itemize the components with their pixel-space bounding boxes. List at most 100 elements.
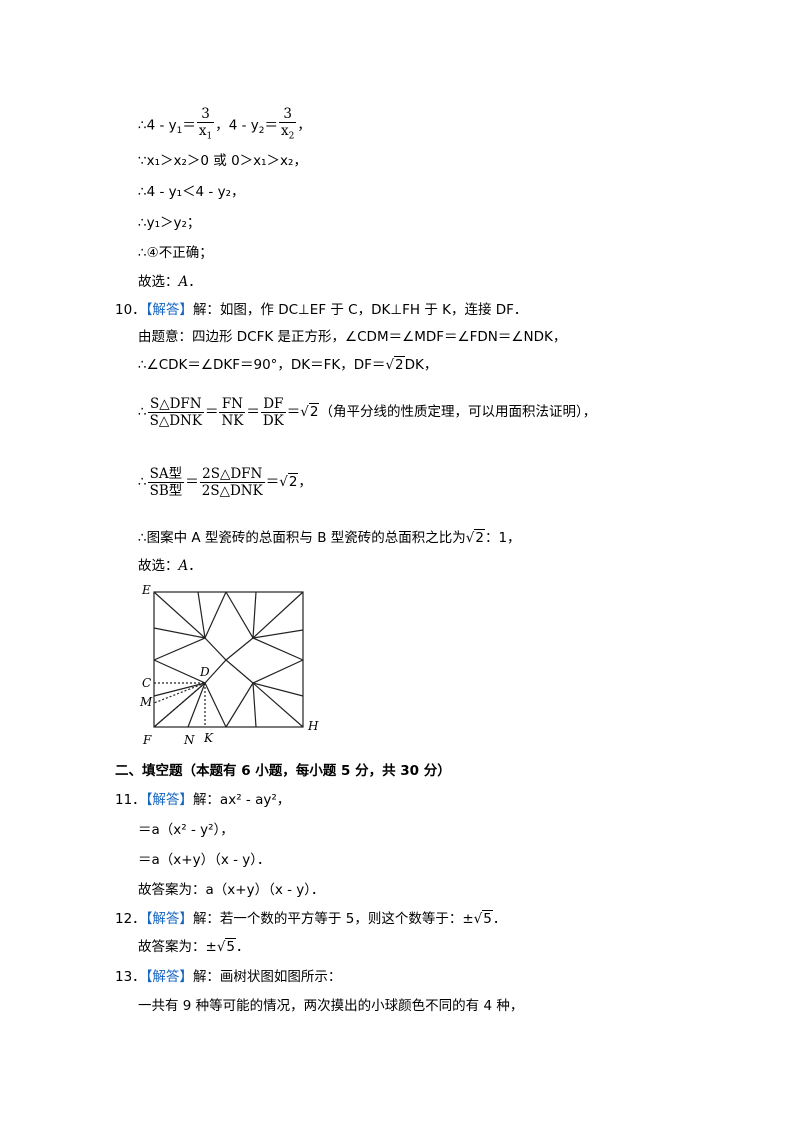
ray [252,591,304,639]
denominator: x2 [279,123,296,145]
eq-line-4: ∴y₁＞y₂； [138,215,201,231]
radicand: 5 [225,938,237,955]
star-inner [204,637,254,661]
answer-tag: 【解答】 [145,302,193,318]
numerator: 3 [196,106,215,123]
subscript: 2 [288,131,295,142]
answer-value: A [178,274,189,290]
q10-line-6: ∴图案中 A 型瓷砖的总面积与 B 型瓷砖的总面积之比为√2：1， [138,528,521,548]
q13-line-2: 一共有 9 种等可能的情况，两次摸出的小球颜色不同的有 4 种， [138,998,524,1014]
denominator: DK [262,412,284,429]
text: ∴∠CDK＝∠DKF＝90°，DK＝FK，DF＝ [138,357,386,373]
eq-line-5: ∴④不正确； [138,245,213,261]
numerator: SA型 [147,466,185,483]
sqrt: √5 [473,910,493,927]
punct: ． [188,558,202,574]
question-text: 解：若一个数的平方等于 5，则这个数等于：± [192,911,474,927]
ray [153,627,206,639]
question-number: 10． [115,302,146,318]
numerator: FN [219,396,246,413]
eq-text: ∴4 - y [138,117,177,134]
subscript: 1 [176,126,183,137]
eq-text: ， [297,117,311,134]
therefore-sign: ∴ [138,404,147,420]
ray [153,591,206,639]
label-H: H [307,719,319,733]
answer-value: A [178,558,189,574]
eq-line-2: ∵x₁＞x₂＞0 或 0＞x₁＞x₂， [138,153,307,169]
numerator: 2S△DFN [199,466,265,483]
df-line [153,682,206,728]
radicand: 2 [308,403,320,420]
punct: ． [188,274,202,290]
question-text: 解：画树状图如图所示： [192,969,342,985]
ray [252,629,304,639]
subscript: 1 [206,131,213,142]
sqrt: √2 [279,473,299,490]
q11-line-1: 11．【解答】解：ax² - ay²， [115,790,290,810]
denominator: 2S△DNK [201,482,263,499]
star-inner [204,659,254,684]
question-number: 11． [115,792,146,808]
q10-line-3: ∴∠CDK＝∠DKF＝90°，DK＝FK，DF＝√2DK， [138,355,437,375]
q12-line-1: 12．【解答】解：若一个数的平方等于 5，则这个数等于：±√5． [115,909,506,929]
denominator: x1 [197,123,214,145]
sqrt: √2 [465,529,485,546]
label-M: M [139,695,153,709]
text: 故答案为：± [138,939,217,955]
label-F: F [142,733,152,747]
question-text: 解：ax² - ay²， [192,792,291,808]
label-E: E [141,583,151,597]
dm-line [153,682,206,704]
sqrt: √5 [216,938,237,955]
answer-label: 故选： [138,274,179,290]
answer-tag: 【解答】 [145,792,193,808]
radicand: 2 [474,529,485,546]
eq-text: ，4 - y [215,117,259,134]
eq-line-3: ∴4 - y₁＜4 - y₂， [138,184,245,200]
answer-tag: 【解答】 [145,911,193,927]
answer-line: 故选：A． [138,272,202,292]
text: ：1， [484,530,521,546]
question-number: 13． [115,969,146,985]
eq-sign: ＝ [264,117,279,134]
denominator: S△DNK [149,412,202,429]
sqrt: √2 [385,356,405,373]
question-number: 12． [115,911,146,927]
text: ∴图案中 A 型瓷砖的总面积与 B 型瓷砖的总面积之比为 [138,530,466,546]
answer-tag: 【解答】 [145,969,193,985]
subscript: 2 [258,126,265,137]
q10-line-1: 10．【解答】解：如图，作 DC⊥EF 于 C，DK⊥FH 于 K，连接 DF． [115,300,527,320]
q12-line-2: 故答案为：±√5． [138,937,250,957]
answer-label: 故选： [138,558,179,574]
text: DK， [404,357,438,373]
denominator: SB型 [149,482,183,499]
numerator: DF [260,396,286,413]
den-var: x [281,123,289,139]
ray [252,591,257,639]
q13-line-1: 13．【解答】解：画树状图如图所示： [115,967,341,987]
label-D: D [199,665,210,679]
radicand: 2 [287,473,299,490]
note: （角平分线的性质定理，可以用面积法证明）， [319,404,597,420]
ray [197,591,206,639]
label-N: N [183,733,195,747]
punct: ． [236,939,250,955]
ray [252,682,304,728]
radicand: 2 [394,356,405,373]
therefore-sign: ∴ [138,474,147,490]
ray [153,682,206,697]
sqrt: √2 [300,403,320,420]
tile-figure: E C M D F N K H [138,578,338,752]
label-C: C [142,676,151,690]
label-K: K [203,731,214,745]
den-var: x [198,123,207,139]
